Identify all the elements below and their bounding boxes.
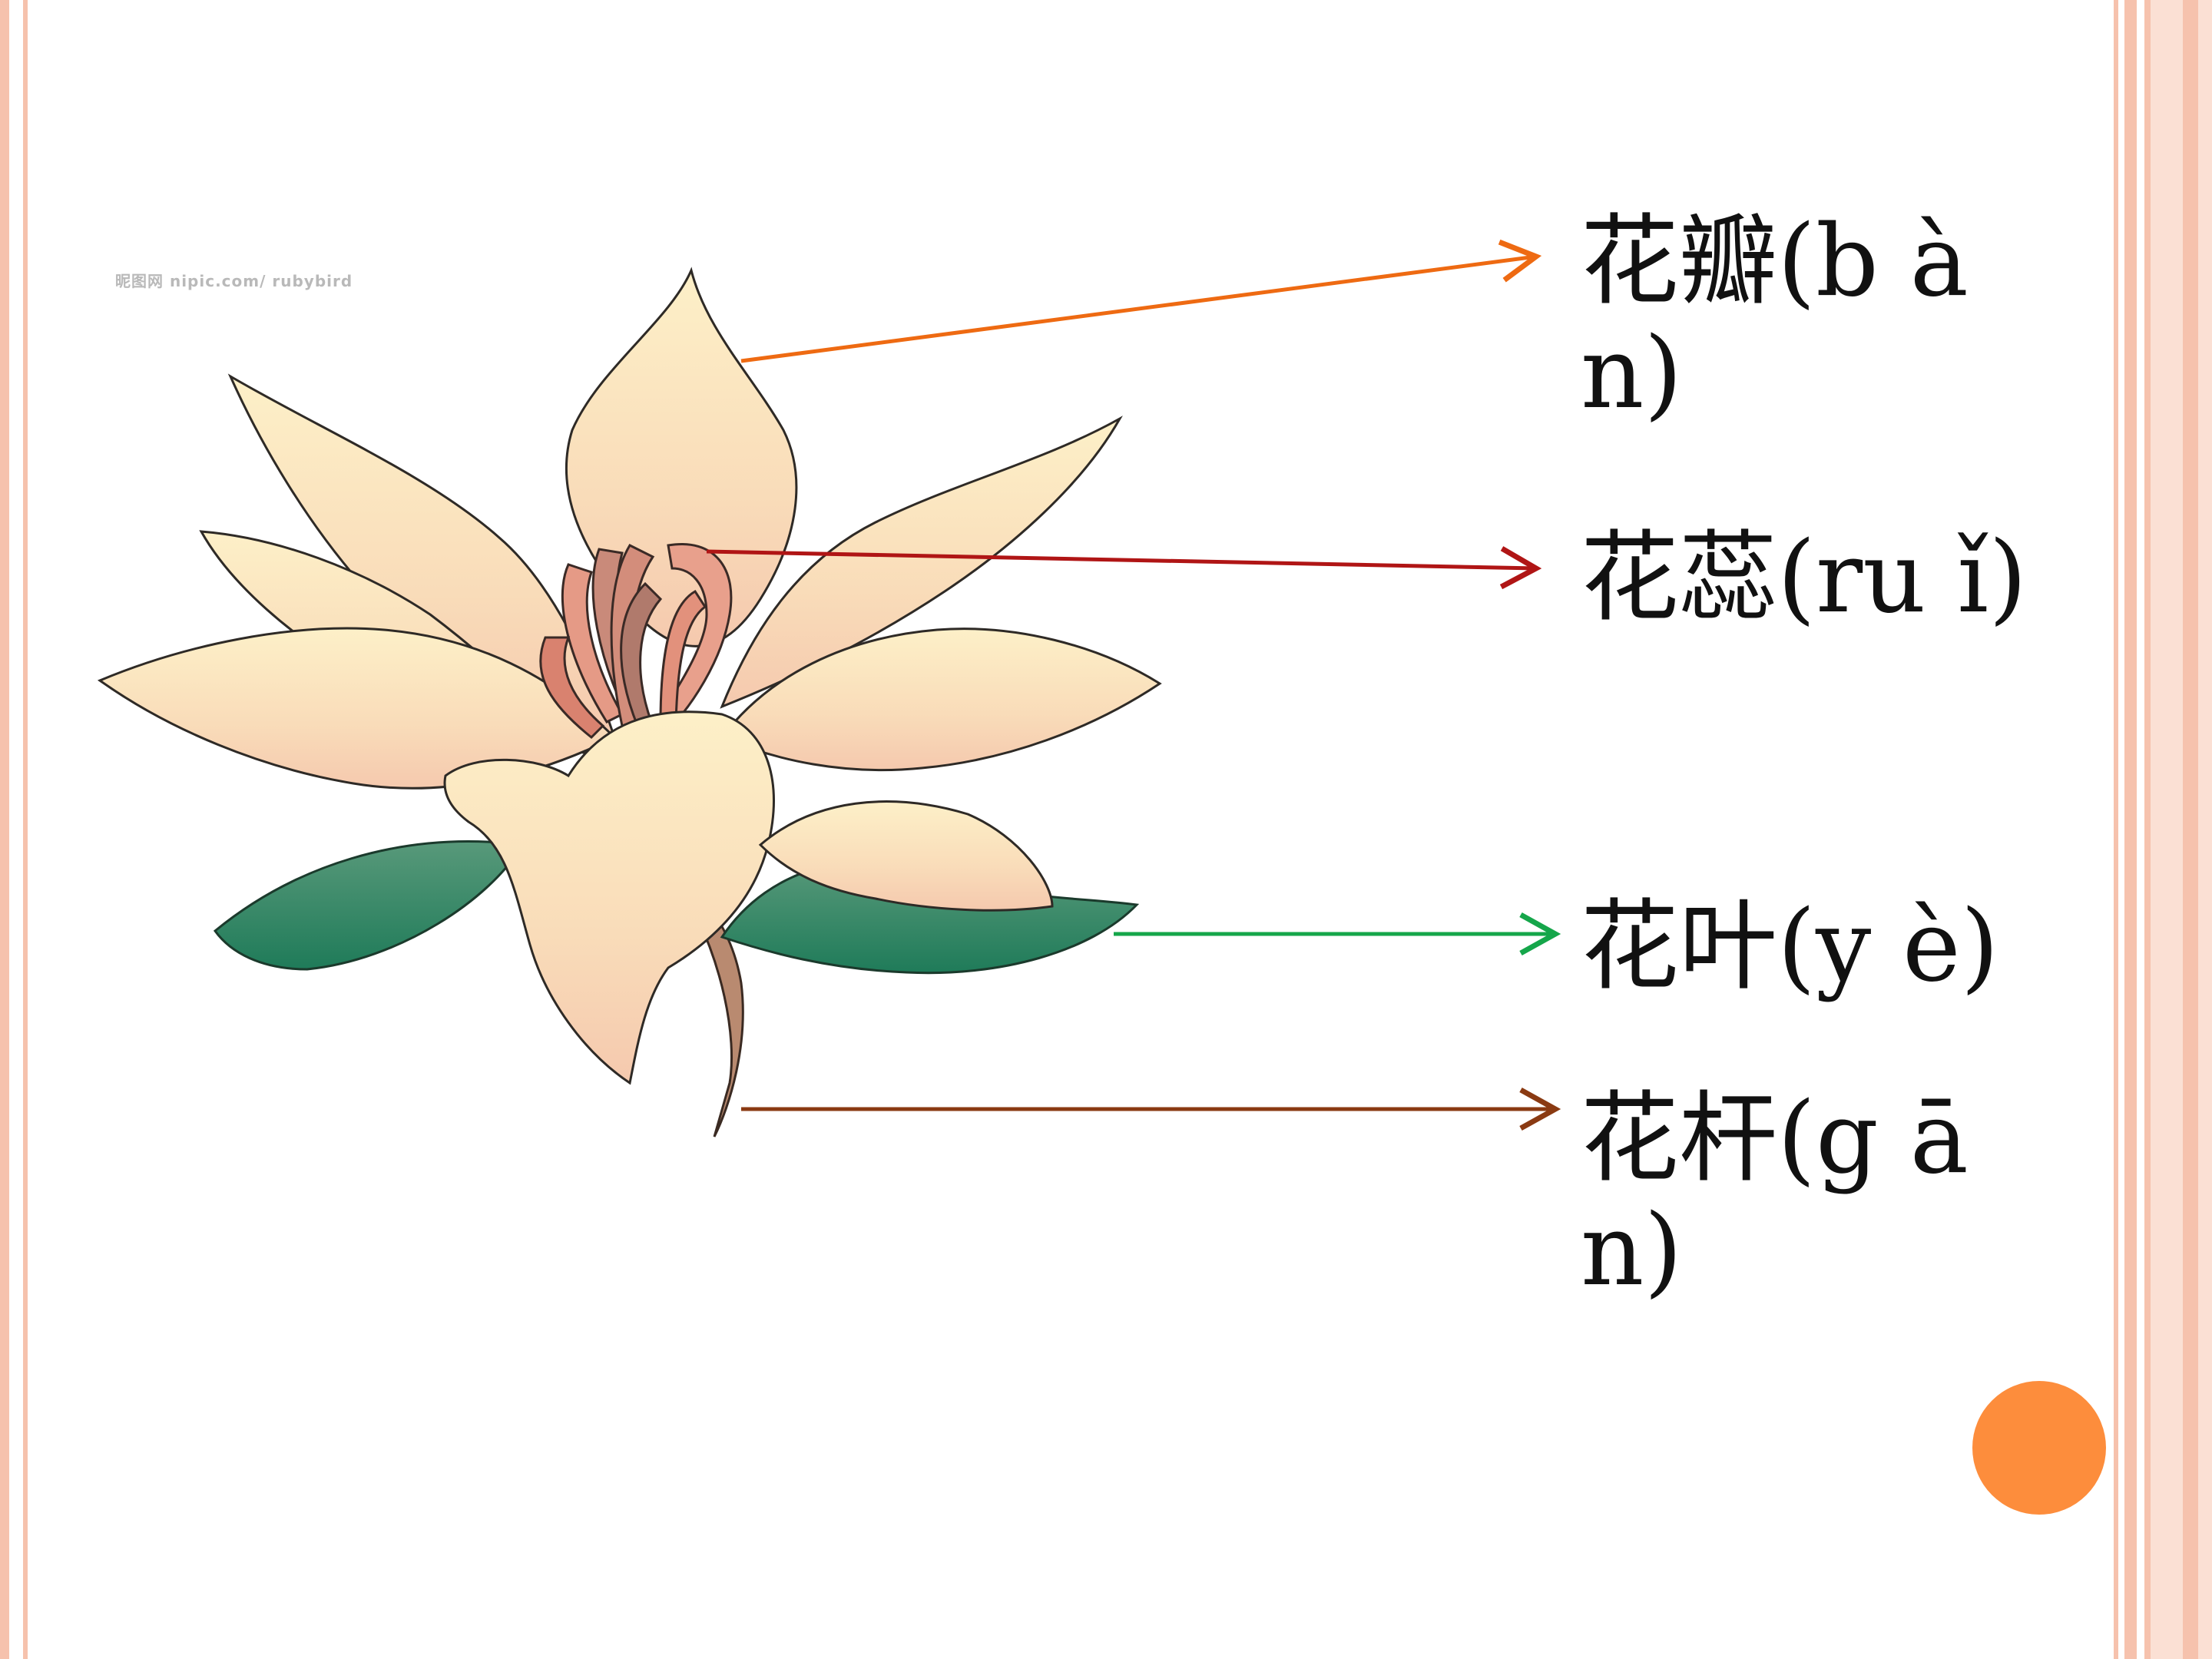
slide-frame-right — [2114, 0, 2212, 1659]
leaf-left — [213, 840, 525, 971]
stamen-cluster — [539, 543, 733, 740]
petal-front-right — [758, 800, 1054, 912]
label-stem: 花杆(g ā n) — [1581, 1081, 1969, 1308]
label-stamen: 花蕊(ru ǐ) — [1581, 521, 2028, 635]
label-petal: 花瓣(b à n) — [1581, 204, 1969, 431]
petal-upper-right — [720, 416, 1123, 709]
petal-front — [443, 710, 775, 1085]
stamen-arrow — [706, 546, 1542, 590]
petal-arrow — [740, 239, 1542, 363]
decorative-dot — [1972, 1381, 2106, 1515]
label-leaf: 花叶(y è) — [1581, 889, 1999, 1004]
watermark-text: 昵图网 nipic.com/ rubybird — [115, 272, 353, 290]
slide-frame-left — [0, 0, 28, 1659]
